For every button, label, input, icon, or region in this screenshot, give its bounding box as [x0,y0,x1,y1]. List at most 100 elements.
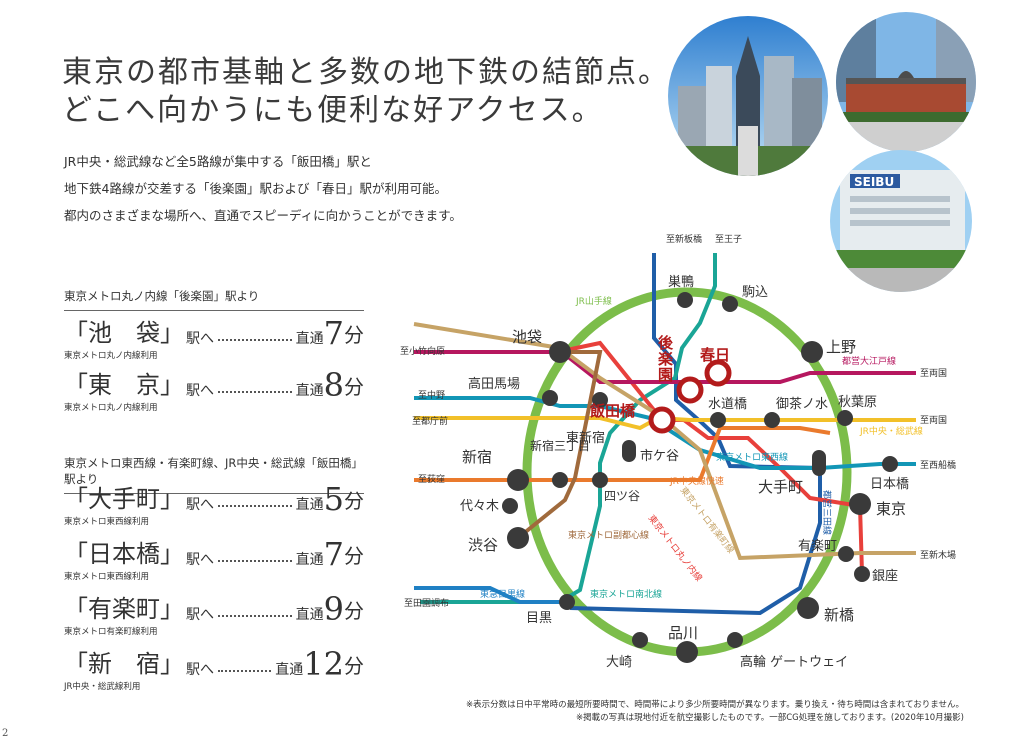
label-line-namboku: 東京メトロ南北線 [590,588,662,600]
station-node-ginza [854,566,870,582]
station-node-komagome [722,296,738,312]
route-e: 駅へ [186,662,214,678]
label-line-toyoko: 東急目黒線 [480,588,525,600]
route-e: 駅へ [186,497,214,513]
label-iidabashi: 飯田橋 [589,402,636,420]
route-e: 駅へ [186,552,214,568]
label-shinjuku: 新宿 [462,448,492,466]
station-node-shibuya [507,527,529,549]
label-kasuga: 春日 [700,346,730,364]
ikebukuro-seibu-photo: SEIBU [830,150,972,292]
station-node-ichigaya [622,440,636,462]
dest-oji: 至王子 [715,234,742,245]
namboku-line [420,253,717,604]
station-node-ikebukuro [549,341,571,363]
label-shinjukusanchome: 新宿三丁目 [530,438,590,453]
route-unit: 分 [344,654,364,678]
label-shinagawa: 品川 [668,624,698,642]
intro-line-1: JR中央・総武線など全5路線が集中する「飯田橋」駅と [64,154,372,169]
route-unit: 分 [344,375,364,399]
station-node-kasuga [704,359,732,387]
station-node-ueno [801,341,823,363]
route-note: 東京メトロ丸ノ内線利用 [64,403,158,413]
route-note: 東京メトロ丸ノ内線利用 [64,351,158,361]
route-note: JR中央・総武線利用 [64,682,141,692]
route-station: 「新 宿」 [64,650,184,678]
route-direct: 直通 [295,552,324,568]
dest-shinkiba: 至新木場 [920,549,956,561]
label-osaki: 大崎 [606,655,632,670]
route-station: 「東 京」 [64,371,184,399]
label-tokyo: 東京 [876,500,906,518]
label-line-tozai: 東京メトロ東西線 [716,451,788,463]
label-ueno: 上野 [826,338,856,356]
leader-dots [218,505,292,507]
station-node-shinagawa [676,641,698,663]
station-node-akihabara [837,410,853,426]
route-unit: 分 [344,489,364,513]
label-line-marunouchi: 東京メトロ丸ノ内線 [646,512,705,583]
headline: 東京の都市基軸と多数の地下鉄の結節点。 どこへ向かうにも便利な好アクセス。 [62,54,670,130]
label-shibuya: 渋谷 [468,536,498,554]
station-node-osaki [632,632,648,648]
label-shimbashi: 新橋 [824,606,854,624]
station-node-shinjuku [507,469,529,491]
headline-line-1: 東京の都市基軸と多数の地下鉄の結節点。 [62,55,670,90]
leader-dots [218,670,272,672]
fukutoshin-line [516,350,603,540]
route-minutes: 8 [323,366,344,404]
station-node-higashishinjuku [592,392,608,408]
route-station: 「有楽町」 [64,595,184,623]
route-note: 東京メトロ有楽町線利用 [64,627,158,637]
label-higashishinjuku: 東新宿 [566,430,605,446]
label-line-mita: 都営三田線 [821,490,833,535]
label-line-fukutoshin: 東京メトロ副都心線 [568,529,649,541]
station-node-sugamo [677,292,693,308]
label-ikebukuro: 池袋 [512,328,542,346]
intro-line-2: 地下鉄4路線が交差する「後楽園」駅および「春日」駅が利用可能。 [64,181,447,196]
station-node-yoyogi [502,498,518,514]
label-suidobashi: 水道橋 [708,397,747,412]
label-sugamo: 巣鴨 [668,275,694,290]
route-note: 東京メトロ東西線利用 [64,517,150,527]
section-heading-korakuen: 東京メトロ丸ノ内線「後楽園」駅より [64,288,364,311]
leader-dots [218,560,292,562]
page-number: 2 [2,728,9,739]
label-yotsuya: 四ツ谷 [604,489,640,503]
leader-dots [218,391,292,393]
route-e: 駅へ [186,383,214,399]
tokyo-station-photo [836,12,976,152]
seibu-sign: SEIBU [854,175,894,189]
dest-shinitabashi: 至新板橋 [666,233,702,245]
label-komagome: 駒込 [742,285,768,300]
route-direct: 直通 [295,607,324,623]
station-node-nihombashi [882,456,898,472]
dest-denenchofu: 至田園調布 [404,597,449,609]
route-minutes: 7 [323,535,344,573]
dest-ryogoku-1: 至両国 [920,368,947,379]
route-minutes: 9 [323,590,344,628]
intro-text: JR中央・総武線など全5路線が集中する「飯田橋」駅と 地下鉄4路線が交差する「後… [64,148,462,229]
route-minutes: 12 [303,645,344,683]
label-takadanobaba: 高田馬場 [468,376,520,392]
intro-line-3: 都内のさまざまな場所へ、直通でスピーディに向かうことができます。 [64,208,462,223]
station-node-suidobashi [710,412,726,428]
station-node-shimbashi [797,597,819,619]
station-node-otemachi [812,450,826,476]
route-direct: 直通 [295,331,324,347]
station-node-takanawa [727,632,743,648]
route-direct: 直通 [295,497,324,513]
route-e: 駅へ [186,331,214,347]
station-node-tokyo [849,493,871,515]
footnote-2: ※掲載の写真は現地付近を航空撮影したものです。一部CG処理を施しております。(2… [575,713,964,723]
dest-ogikubo: 至荻窪 [418,473,445,485]
label-line-chuorapid: JR中央線快速 [669,475,724,487]
label-ochanomizu: 御茶ノ水 [776,396,828,412]
label-line-yamanote: JR山手線 [575,295,612,307]
highlight-stations [648,359,732,434]
label-takanawa: 高輪 ゲートウェイ [740,654,848,670]
